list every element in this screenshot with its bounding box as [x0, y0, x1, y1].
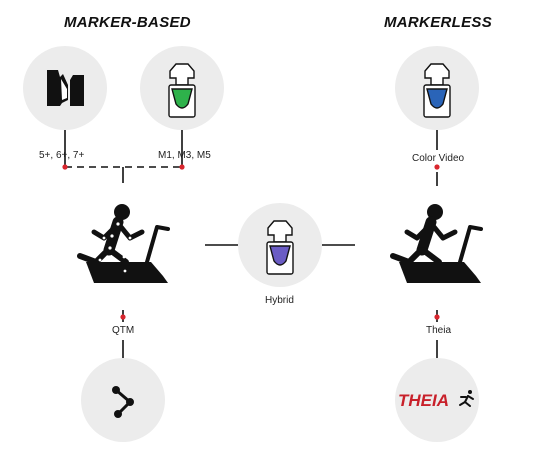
red-dot-qtm: [120, 314, 126, 320]
theia-logo: THEIA: [398, 390, 474, 410]
label-hybrid: Hybrid: [265, 295, 294, 306]
running-figure-icon: [459, 390, 474, 407]
theia-logo-text: THEIA: [398, 391, 449, 410]
label-vicon-cameras: M1, M3, M5: [158, 150, 211, 161]
vicon-camera-icon: [168, 63, 196, 118]
red-dot-vicon: [179, 164, 185, 170]
hybrid-camera-icon: [266, 220, 294, 275]
theia-circle: [395, 358, 479, 442]
red-dot-qualisys: [62, 164, 68, 170]
label-theia: Theia: [426, 325, 452, 336]
label-qualisys-cameras: 5+, 6+, 7+: [39, 150, 85, 161]
heading-marker-based: MARKER-BASED: [64, 14, 191, 31]
qualisys-camera-icon: [47, 70, 84, 106]
red-dots: [62, 164, 440, 320]
red-dot-video: [434, 164, 440, 170]
red-dot-theia: [434, 314, 440, 320]
markerless-runner-treadmill-icon: [390, 204, 483, 283]
label-color-video: Color Video: [412, 153, 465, 164]
video-camera-icon: [423, 63, 451, 118]
icon-circles: [23, 46, 479, 442]
marker-runner-treadmill-icon: [77, 204, 170, 283]
qtm-circle: [81, 358, 165, 442]
body-markers: [98, 222, 132, 273]
heading-markerless: MARKERLESS: [384, 14, 493, 31]
label-qtm: QTM: [112, 325, 135, 336]
qtm-logo-icon: [112, 386, 134, 418]
